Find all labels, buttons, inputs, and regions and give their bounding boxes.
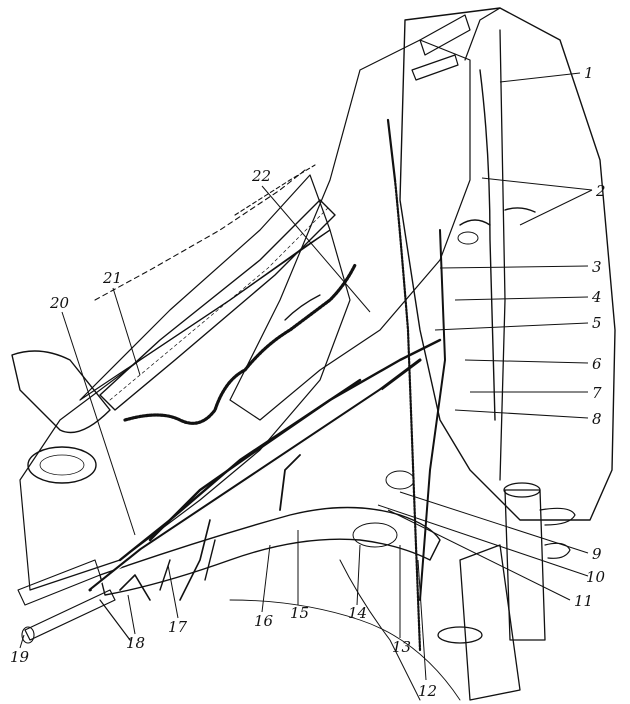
label-22: 22 [251, 167, 271, 185]
leader-19 [19, 634, 25, 649]
leader-11 [387, 509, 571, 601]
label-10: 10 [586, 568, 606, 586]
label-8: 8 [592, 410, 602, 428]
upper-vessels [411, 14, 536, 481]
bottom-left-vessels [17, 559, 151, 644]
small-artery [123, 263, 357, 425]
leader-12 [417, 559, 427, 681]
vessels-bottom-right [437, 482, 576, 701]
label-9: 9 [592, 545, 602, 563]
label-2: 2 [595, 182, 606, 200]
fascia-dashed [94, 164, 316, 301]
leader-3 [439, 265, 589, 269]
label-13: 13 [392, 638, 411, 656]
lymph-region [229, 470, 461, 701]
leader-10 [377, 504, 589, 577]
label-6: 6 [592, 355, 602, 373]
label-17: 17 [168, 618, 188, 636]
main-artery [99, 506, 441, 596]
label-1: 1 [584, 64, 594, 82]
muscle-right [399, 7, 616, 521]
leader-16 [261, 544, 271, 613]
leader-22 [261, 185, 371, 313]
leader-21 [112, 287, 141, 376]
muscle-left [19, 174, 351, 591]
leader-17 [167, 564, 179, 619]
leader-9 [399, 491, 589, 554]
bone-cut-end [11, 350, 111, 484]
figure-labels: 1 2 3 4 5 6 7 8 9 10 11 12 13 14 15 16 1… [10, 64, 606, 700]
label-15: 15 [290, 604, 309, 622]
leader-2a [481, 177, 593, 191]
leader-8 [454, 409, 589, 419]
leader-5 [434, 322, 589, 331]
leader-2b [519, 189, 593, 226]
leader-lines [19, 72, 593, 681]
label-12: 12 [418, 682, 437, 700]
leader-18 [127, 594, 136, 635]
leader-1 [499, 72, 581, 83]
label-3: 3 [592, 258, 602, 276]
leader-4 [454, 296, 589, 301]
label-18: 18 [126, 634, 145, 652]
label-5: 5 [592, 314, 602, 332]
label-19: 19 [10, 648, 30, 666]
leader-6 [464, 359, 589, 364]
label-7: 7 [592, 384, 602, 402]
label-11: 11 [574, 592, 593, 610]
label-21: 21 [102, 269, 122, 287]
muscle-diagonal [229, 39, 471, 421]
leader-14 [356, 544, 361, 606]
label-20: 20 [49, 294, 70, 312]
nerve-plexus [88, 118, 446, 652]
label-16: 16 [254, 612, 274, 630]
leader-20 [61, 311, 136, 536]
label-4: 4 [591, 288, 602, 306]
label-14: 14 [348, 604, 367, 622]
